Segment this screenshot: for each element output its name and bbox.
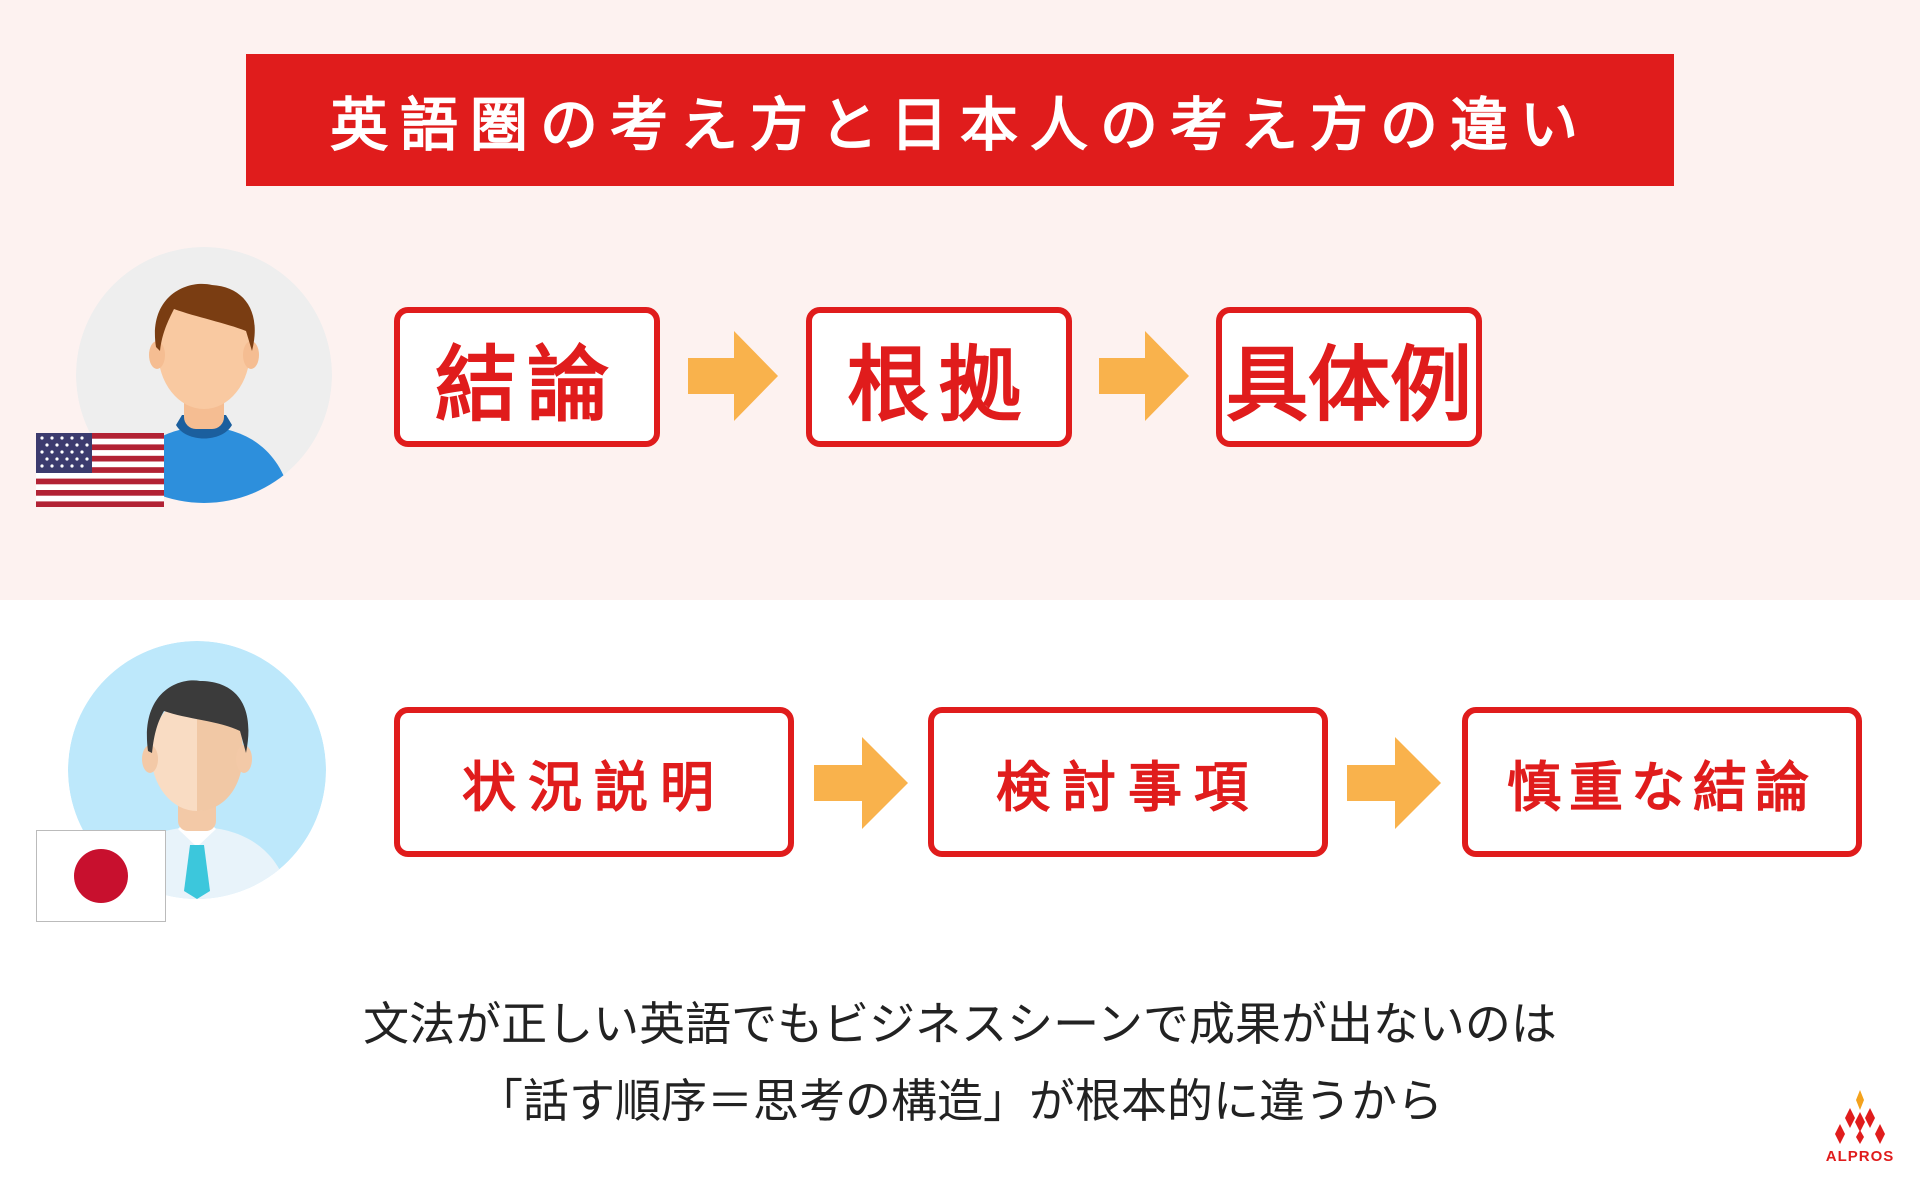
alpros-logo: ALPROS	[1820, 1090, 1900, 1165]
english-step-label: 結論	[434, 337, 619, 433]
arrow-right-icon	[1347, 737, 1441, 829]
japanese-step-label: 慎重な結論	[1507, 755, 1817, 819]
arrow-right-icon	[688, 331, 778, 421]
japanese-step-label: 検討事項	[996, 755, 1260, 819]
us-flag-icon	[36, 433, 164, 507]
english-step-label: 根拠	[846, 337, 1031, 433]
arrow-right-icon	[814, 737, 908, 829]
page-title: 英語圏の考え方と日本人の考え方の違い	[329, 91, 1590, 159]
logo-text: ALPROS	[1825, 1148, 1895, 1165]
english-step-example: 具体例	[1216, 307, 1482, 447]
japan-flag-icon	[36, 830, 166, 922]
alpros-logo-mark-icon	[1835, 1090, 1885, 1144]
japanese-step-label: 状況説明	[462, 755, 726, 819]
japanese-step-careful-conclusion: 慎重な結論	[1462, 707, 1862, 857]
english-step-label: 具体例	[1225, 337, 1472, 433]
japanese-step-situation: 状況説明	[394, 707, 794, 857]
english-step-conclusion: 結論	[394, 307, 660, 447]
title-banner: 英語圏の考え方と日本人の考え方の違い	[246, 54, 1674, 186]
arrow-right-icon	[1099, 331, 1189, 421]
caption-line-2: 「話す順序＝思考の構造」が根本的に違うから	[477, 1074, 1443, 1128]
english-step-reason: 根拠	[806, 307, 1072, 447]
japanese-step-considerations: 検討事項	[928, 707, 1328, 857]
caption-line-1: 文法が正しい英語でもビジネスシーンで成果が出ないのは	[363, 997, 1557, 1051]
